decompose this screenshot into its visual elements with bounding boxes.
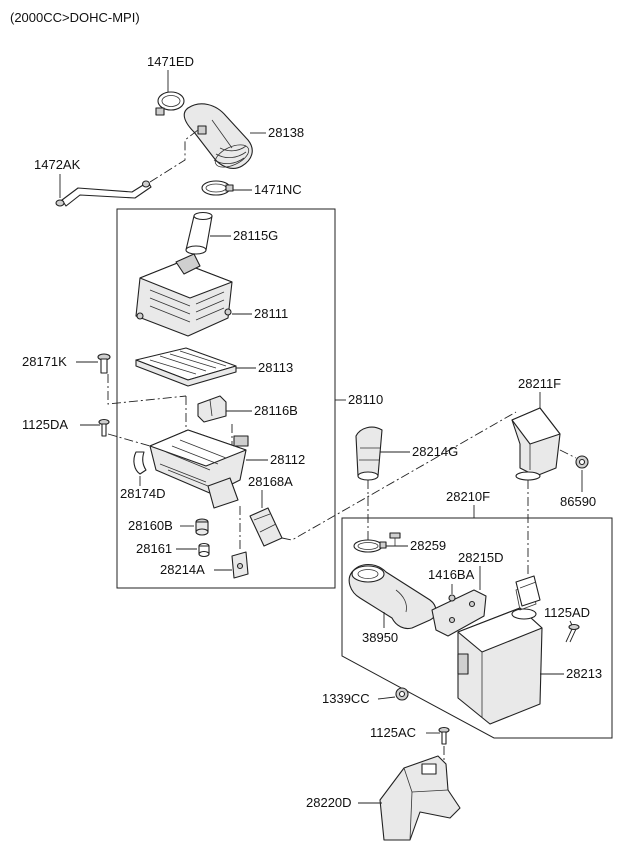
resonator-28213-part <box>457 583 543 725</box>
label-1125AD: 1125AD <box>544 605 590 620</box>
label-28113: 28113 <box>258 360 293 375</box>
label-28116B: 28116B <box>254 403 298 418</box>
hose-38950-part <box>348 563 437 630</box>
bolt-28171K-part <box>97 353 111 374</box>
air-cleaner-cover-28111-part <box>135 253 233 337</box>
breather-hose-1472AK-part <box>55 180 152 207</box>
bolt-1125DA-part <box>98 418 110 437</box>
label-28171K: 28171K <box>22 354 67 369</box>
clamp-1471NC-part <box>201 180 234 196</box>
grommet-28161-part <box>198 542 210 558</box>
bolt-28259-part <box>389 532 401 546</box>
grommet-28160B-part <box>195 518 209 536</box>
label-86590: 86590 <box>560 494 596 509</box>
clamp-28259-part <box>353 539 387 553</box>
fastener-86590-part <box>575 455 589 469</box>
label-28110: 28110 <box>348 392 383 407</box>
label-28112: 28112 <box>270 452 305 467</box>
clip-1416BA-part <box>448 594 456 602</box>
label-28168A: 28168A <box>248 474 293 489</box>
hose-28168A-part <box>249 507 283 547</box>
label-28215D: 28215D <box>458 550 504 565</box>
label-28161: 28161 <box>136 541 172 556</box>
label-28115G: 28115G <box>233 228 278 243</box>
label-1472AK: 1472AK <box>34 157 81 172</box>
label-28213: 28213 <box>566 666 602 681</box>
engine-spec-header: (2000CC>DOHC-MPI) <box>10 10 140 25</box>
duct-28211F-part <box>511 407 561 481</box>
label-28214A: 28214A <box>160 562 205 577</box>
label-28138: 28138 <box>268 125 304 140</box>
label-28160B: 28160B <box>128 518 173 533</box>
resonator-inlet-part <box>515 575 541 607</box>
bolt-1125AC-part <box>438 726 450 745</box>
label-28220D: 28220D <box>306 795 352 810</box>
air-cleaner-case-28112-part <box>149 429 249 509</box>
label-1471NC: 1471NC <box>254 182 302 197</box>
resonator-assembly-box <box>341 517 613 739</box>
bracket-28220D-part <box>379 755 461 841</box>
label-28111: 28111 <box>254 306 288 321</box>
label-1339CC: 1339CC <box>322 691 370 706</box>
bracket-28116B-part <box>197 395 227 423</box>
nut-1339CC-part <box>395 687 409 701</box>
bracket-28215D-part <box>431 589 487 637</box>
label-1125AC: 1125AC <box>370 725 416 740</box>
label-38950: 38950 <box>362 630 398 645</box>
label-28174D: 28174D <box>120 486 166 501</box>
clip-28174D-part <box>133 451 147 475</box>
hose-28214G-part <box>355 426 383 481</box>
label-1471ED: 1471ED <box>147 54 194 69</box>
label-28210F: 28210F <box>446 489 490 504</box>
air-cleaner-assembly-box <box>116 208 336 589</box>
duct-28115G-part <box>185 211 213 255</box>
filter-element-28113-part <box>135 347 237 387</box>
clamp-1471ED-part <box>155 91 185 116</box>
intake-hose-28138-part <box>183 103 253 169</box>
bolt-1125AD-part <box>565 623 580 643</box>
label-28211F: 28211F <box>518 376 561 391</box>
bracket-28214A-part <box>231 551 249 579</box>
label-28259: 28259 <box>410 538 446 553</box>
label-28214G: 28214G <box>412 444 458 459</box>
label-1125DA: 1125DA <box>22 417 68 432</box>
label-1416BA: 1416BA <box>428 567 475 582</box>
